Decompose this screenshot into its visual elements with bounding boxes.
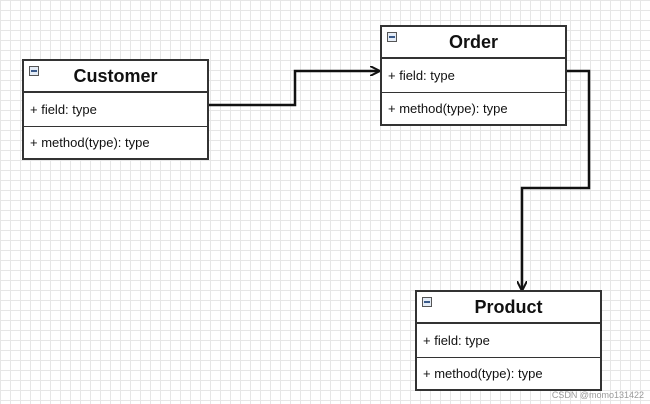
association-order-product[interactable]: [522, 69, 591, 290]
class-customer-field[interactable]: + field: type: [24, 93, 207, 127]
watermark: CSDN @momo131422: [551, 390, 644, 400]
association-customer-order[interactable]: [208, 71, 379, 107]
class-product-field[interactable]: + field: type: [417, 324, 600, 358]
class-order-method[interactable]: + method(type): type: [382, 93, 565, 124]
class-product-method[interactable]: + method(type): type: [417, 358, 600, 389]
class-customer-header[interactable]: Customer: [24, 61, 207, 93]
class-order-header[interactable]: Order: [382, 27, 565, 59]
class-order[interactable]: Order + field: type + method(type): type: [380, 25, 567, 126]
method-text: + method(type): type: [30, 135, 150, 150]
class-customer[interactable]: Customer + field: type + method(type): t…: [22, 59, 209, 160]
class-customer-method[interactable]: + method(type): type: [24, 127, 207, 158]
method-text: + method(type): type: [423, 366, 543, 381]
field-text: + field: type: [388, 68, 455, 83]
collapse-icon[interactable]: [422, 297, 432, 307]
class-order-field[interactable]: + field: type: [382, 59, 565, 93]
method-text: + method(type): type: [388, 101, 508, 116]
field-text: + field: type: [423, 333, 490, 348]
field-text: + field: type: [30, 102, 97, 117]
class-customer-name: Customer: [73, 66, 158, 86]
class-product-header[interactable]: Product: [417, 292, 600, 324]
collapse-icon[interactable]: [387, 32, 397, 42]
collapse-icon[interactable]: [29, 66, 39, 76]
class-product-name: Product: [474, 297, 543, 317]
class-order-name: Order: [448, 32, 499, 52]
class-product[interactable]: Product + field: type + method(type): ty…: [415, 290, 602, 391]
